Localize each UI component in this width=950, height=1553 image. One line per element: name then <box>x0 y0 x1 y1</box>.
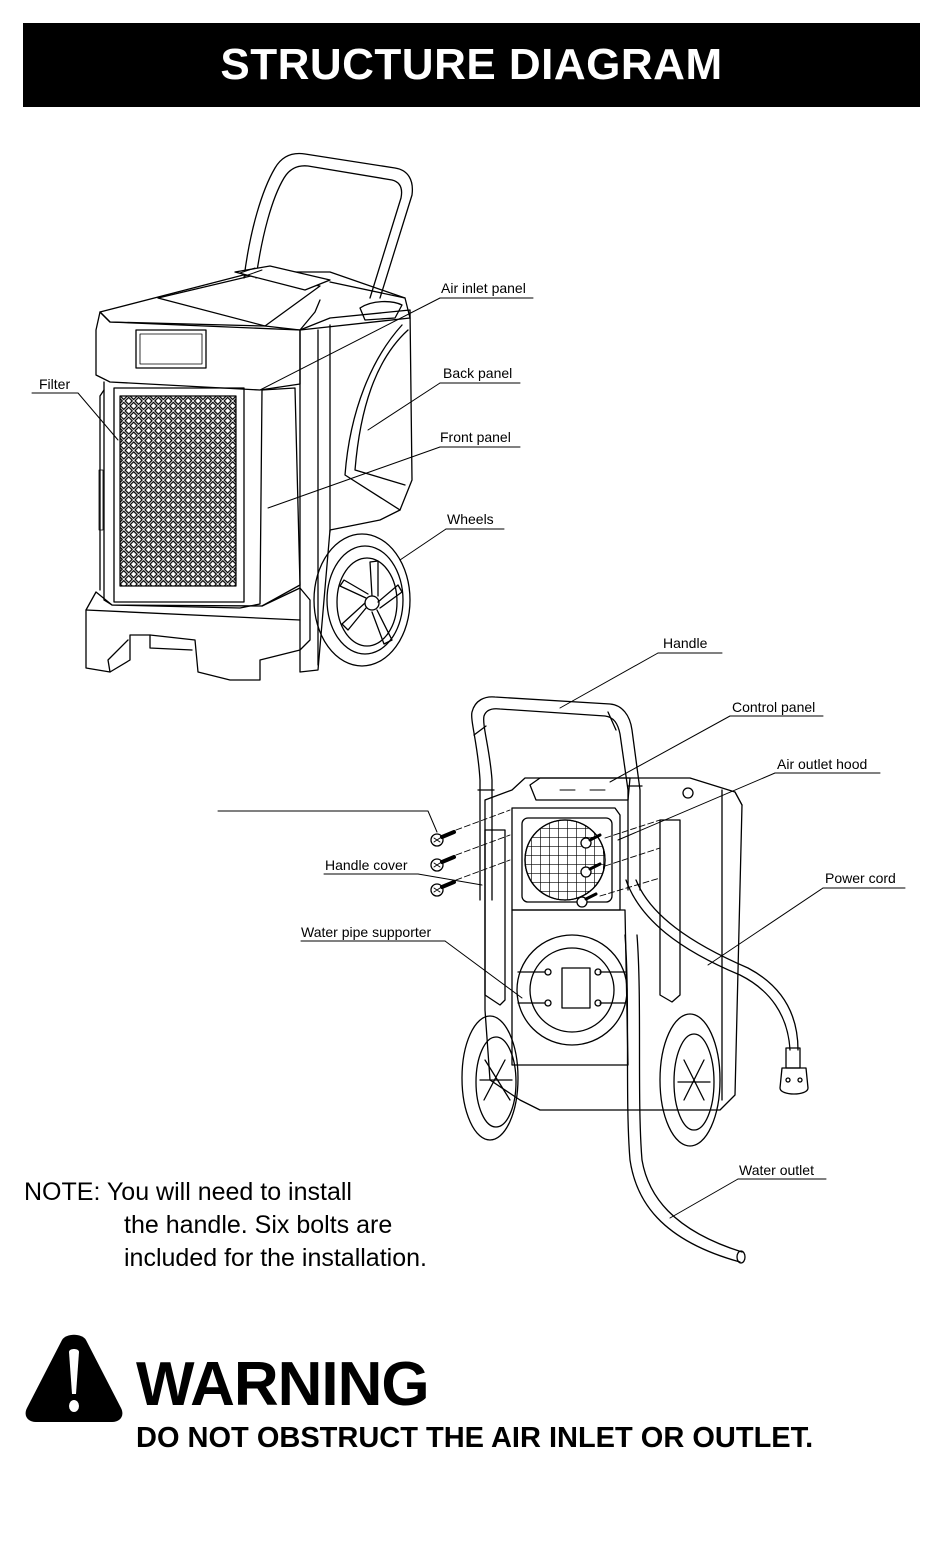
bolt-icon <box>430 855 456 872</box>
power-plug <box>779 1067 809 1095</box>
label-power-cord: Power cord <box>825 870 896 886</box>
water-pipe-window <box>561 967 591 1009</box>
front-panel-frame <box>103 381 263 609</box>
note-prefix: NOTE: <box>24 1178 101 1206</box>
rear-control-panel <box>529 777 631 801</box>
rear-leader-lines <box>217 652 906 1219</box>
air-outlet-hood <box>511 807 621 911</box>
label-front-panel: Front panel <box>440 429 511 445</box>
warning-title: WARNING <box>136 1350 430 1419</box>
rear-view-unit <box>461 696 809 1264</box>
back-panel-contour <box>354 329 409 486</box>
note-line-1: You will need to install <box>106 1178 352 1206</box>
label-handle-cover: Handle cover <box>325 857 408 873</box>
handle-bolts-installed <box>576 833 602 908</box>
warning-triangle-icon <box>25 1334 123 1422</box>
bolt-icon <box>430 830 456 847</box>
label-back-panel: Back panel <box>443 365 513 381</box>
title-bar: STRUCTURE DIAGRAM <box>23 23 920 107</box>
note-line-3: included for the installation. <box>124 1244 427 1272</box>
label-control-panel: Control panel <box>732 699 816 715</box>
warning-text: DO NOT OBSTRUCT THE AIR INLET OR OUTLET. <box>136 1422 814 1454</box>
label-filter: Filter <box>39 376 71 392</box>
label-water-pipe-supporter: Water pipe supporter <box>301 924 432 940</box>
front-display-window <box>135 329 207 369</box>
label-water-outlet: Water outlet <box>739 1162 814 1178</box>
rear-handle <box>471 696 643 901</box>
loose-bolts <box>430 809 661 897</box>
note-line-2: the handle. Six bolts are <box>124 1211 393 1239</box>
filter-mesh <box>119 395 237 587</box>
water-hose <box>624 934 741 1263</box>
rear-body <box>484 777 743 1111</box>
front-view-unit <box>85 152 414 681</box>
front-wheel <box>313 533 411 667</box>
label-wheels: Wheels <box>447 511 494 527</box>
front-leader-lines <box>31 297 534 561</box>
rear-wheel-left <box>461 1015 519 1141</box>
rear-wheel-right <box>659 1013 721 1147</box>
water-pipe-supporter-ring <box>516 934 628 1046</box>
front-handle <box>243 152 414 299</box>
page-title: STRUCTURE DIAGRAM <box>220 40 723 89</box>
front-upper-housing <box>95 311 301 391</box>
label-handle: Handle <box>663 635 708 651</box>
front-top-lid <box>99 271 411 331</box>
label-air-outlet-hood: Air outlet hood <box>777 756 868 772</box>
air-inlet-panel <box>113 387 245 603</box>
installation-note: NOTE: You will need to install the handl… <box>24 1176 427 1275</box>
power-cord <box>625 879 791 1051</box>
label-air-inlet-panel: Air inlet panel <box>441 280 526 296</box>
bolt-icon <box>430 880 456 897</box>
